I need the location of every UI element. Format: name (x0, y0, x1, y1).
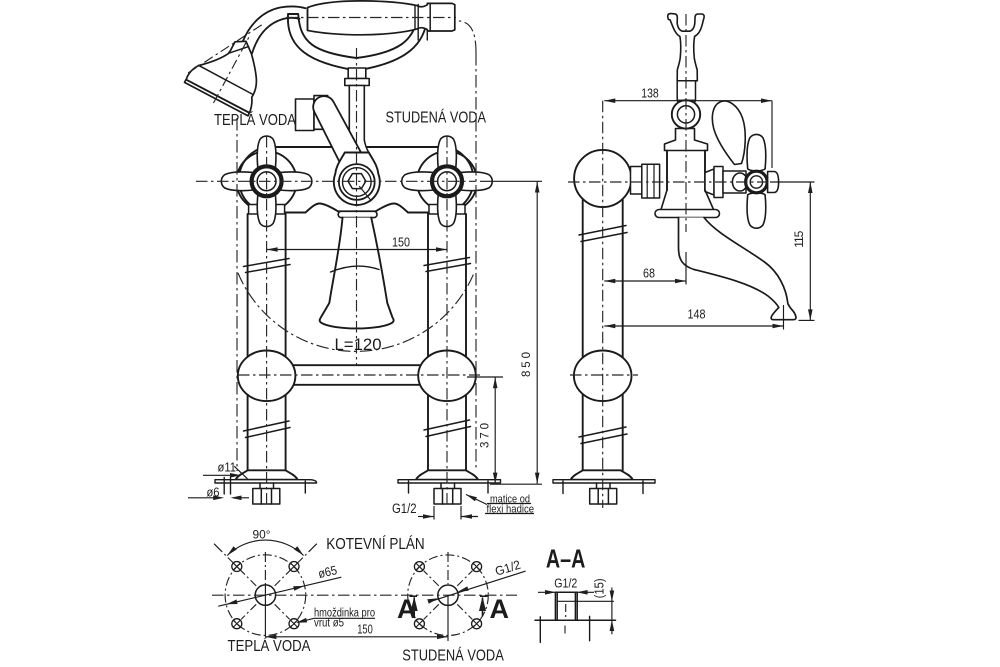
svg-text:G1/2: G1/2 (493, 558, 522, 579)
svg-text:A: A (397, 594, 417, 624)
svg-text:150: 150 (392, 236, 410, 250)
svg-text:STUDENÁ VODA: STUDENÁ VODA (386, 110, 487, 127)
svg-text:90°: 90° (253, 530, 271, 542)
svg-text:G1/2: G1/2 (554, 576, 577, 591)
svg-text:matice od: matice od (490, 494, 530, 506)
svg-text:150: 150 (357, 623, 373, 637)
svg-text:ø65: ø65 (317, 563, 339, 581)
svg-text:115: 115 (792, 230, 806, 247)
svg-text:148: 148 (688, 308, 706, 322)
svg-text:vrut ø5: vrut ø5 (314, 618, 344, 630)
svg-text:A: A (490, 594, 510, 624)
svg-text:TEPLÁ VODA: TEPLÁ VODA (214, 112, 297, 129)
svg-text:850: 850 (521, 352, 533, 377)
svg-text:L=120: L=120 (335, 335, 382, 354)
svg-text:G1/2: G1/2 (392, 501, 417, 516)
svg-text:KOTEVNÍ PLÁN: KOTEVNÍ PLÁN (326, 536, 425, 553)
svg-text:hmoždinka pro: hmoždinka pro (314, 608, 375, 620)
svg-text:(15): (15) (592, 578, 607, 598)
svg-text:ø6: ø6 (207, 486, 220, 500)
svg-text:138: 138 (641, 87, 659, 101)
svg-text:68: 68 (643, 267, 655, 281)
svg-text:370: 370 (479, 423, 491, 448)
svg-text:STUDENÁ VODA: STUDENÁ VODA (402, 646, 504, 665)
svg-text:flexi hadice: flexi hadice (487, 504, 535, 516)
svg-text:TEPLÁ VODA: TEPLÁ VODA (228, 636, 311, 655)
svg-text:A–A: A–A (546, 544, 586, 574)
svg-text:ø11: ø11 (218, 461, 237, 475)
